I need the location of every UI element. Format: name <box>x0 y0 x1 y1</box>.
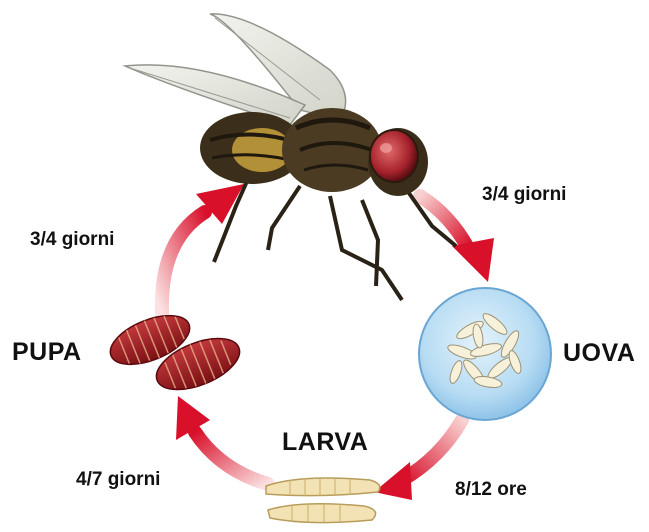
larva-bottom <box>268 504 376 523</box>
arrow-eggs-to-larva-head <box>374 462 412 500</box>
eggs-stage <box>419 288 551 420</box>
stage-label-larva: LARVA <box>282 428 368 457</box>
duration-fly-to-eggs: 3/4 giorni <box>482 184 566 206</box>
fly-leg <box>268 186 300 250</box>
fly-eye <box>370 130 418 182</box>
duration-eggs-to-larva: 8/12 ore <box>455 479 527 501</box>
stage-label-pupa: PUPA <box>12 338 82 367</box>
pupa-stage <box>104 306 247 400</box>
stage-label-eggs: UOVA <box>563 339 635 368</box>
arrow-pupa-to-fly <box>162 212 205 312</box>
larva-top <box>266 478 380 496</box>
fly-leg <box>362 200 378 286</box>
arrow-larva-to-pupa <box>195 432 268 484</box>
duration-larva-to-pupa: 4/7 giorni <box>76 469 160 491</box>
duration-pupa-to-fly: 3/4 giorni <box>30 229 114 251</box>
larva-stage <box>266 478 380 523</box>
arrow-eggs-to-larva <box>402 420 462 480</box>
